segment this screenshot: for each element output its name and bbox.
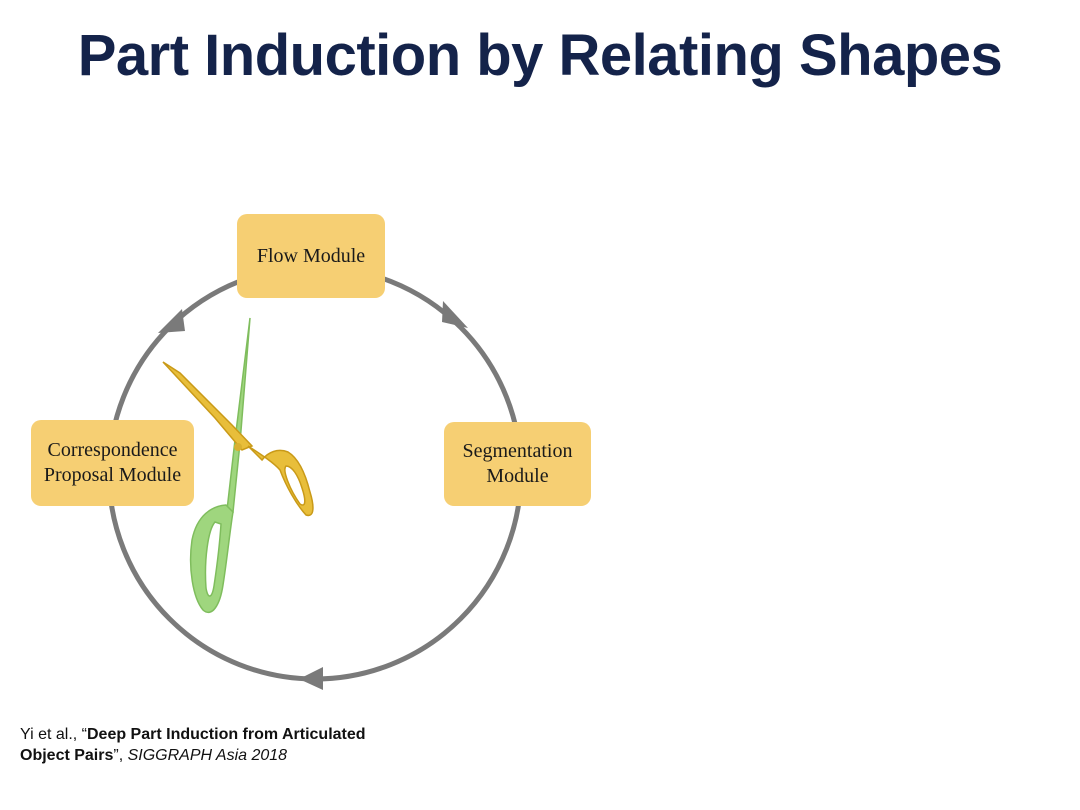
- citation-title-part1: Deep Part Induction from Articulated: [86, 726, 366, 743]
- citation-authors: Yi et al., “: [20, 726, 87, 743]
- citation: Yi et al., “Deep Part Induction from Art…: [20, 724, 366, 766]
- scissors-icon: [162, 317, 314, 614]
- correspondence-module-label-line1: Correspondence: [47, 439, 178, 461]
- citation-closing-quote: ”,: [113, 747, 128, 764]
- citation-title-part2: Object Pairs: [20, 747, 114, 764]
- arrow-flow-to-segmentation: [442, 301, 468, 328]
- scissors-pivot: [234, 443, 242, 451]
- citation-venue: SIGGRAPH Asia 2018: [127, 747, 288, 764]
- scissors-yellow-blade: [162, 361, 254, 451]
- scissors-green-handle: [189, 504, 234, 614]
- citation-line2: Object Pairs”, SIGGRAPH Asia 2018: [20, 745, 366, 766]
- flow-module-label: Flow Module: [256, 244, 366, 267]
- scissors-green-blade: [226, 317, 251, 514]
- slide-title: Part Induction by Relating Shapes: [77, 23, 1003, 88]
- scissors-yellow-handle: [247, 445, 314, 517]
- segmentation-module-box: Segmentation Module: [444, 422, 591, 506]
- arrow-segmentation-to-correspondence: [299, 667, 323, 690]
- correspondence-module-label-line2: Proposal Module: [43, 464, 182, 486]
- arrow-correspondence-to-flow: [158, 309, 185, 333]
- correspondence-module-box: Correspondence Proposal Module: [31, 420, 194, 506]
- flow-module-box: Flow Module: [237, 214, 385, 298]
- segmentation-module-label-line2: Module: [486, 465, 549, 487]
- citation-line1: Yi et al., “Deep Part Induction from Art…: [20, 724, 366, 745]
- segmentation-module-label-line1: Segmentation: [462, 440, 573, 462]
